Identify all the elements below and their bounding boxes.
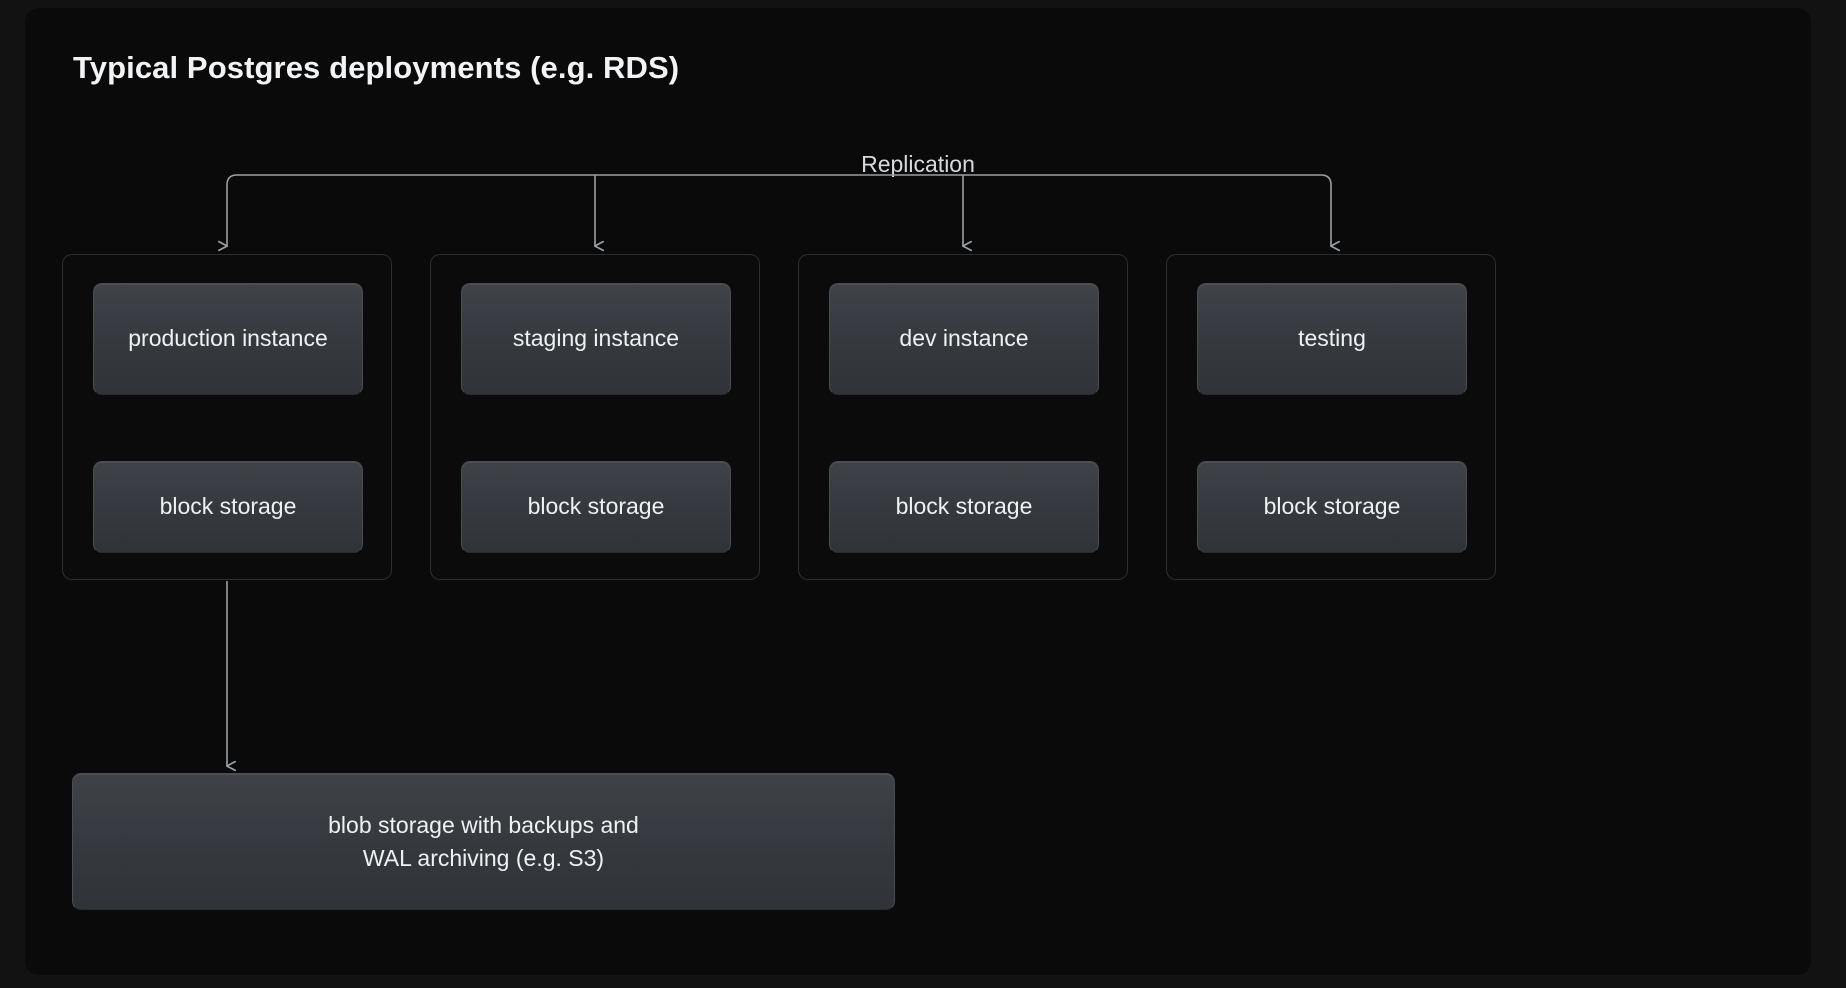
page-title: Typical Postgres deployments (e.g. RDS) bbox=[73, 50, 680, 85]
group-box-dev: dev instance block storage bbox=[798, 254, 1128, 580]
node-label: production instance bbox=[128, 325, 328, 352]
node-staging-instance[interactable]: staging instance bbox=[461, 283, 731, 395]
node-label: block storage bbox=[159, 493, 297, 520]
replication-bus-outer bbox=[227, 174, 1331, 246]
group-box-production: production instance block storage bbox=[62, 254, 392, 580]
replication-label: Replication bbox=[861, 151, 975, 177]
replication-bus-path bbox=[227, 174, 1331, 246]
node-label: dev instance bbox=[899, 325, 1029, 352]
node-label: blob storage with backups and WAL archiv… bbox=[328, 811, 639, 871]
node-label: staging instance bbox=[512, 325, 680, 352]
node-staging-block-storage[interactable]: block storage bbox=[461, 461, 731, 553]
node-testing-block-storage[interactable]: block storage bbox=[1197, 461, 1467, 553]
node-blob-storage[interactable]: blob storage with backups and WAL archiv… bbox=[72, 773, 895, 910]
node-label: testing bbox=[1298, 325, 1366, 352]
diagram-canvas: Typical Postgres deployments (e.g. RDS) … bbox=[25, 8, 1811, 975]
node-label: block storage bbox=[527, 493, 665, 520]
node-testing-instance[interactable]: testing bbox=[1197, 283, 1467, 395]
group-box-staging: staging instance block storage bbox=[430, 254, 760, 580]
node-label: block storage bbox=[895, 493, 1033, 520]
node-label: block storage bbox=[1263, 493, 1401, 520]
node-production-instance[interactable]: production instance bbox=[93, 283, 363, 395]
node-dev-instance[interactable]: dev instance bbox=[829, 283, 1099, 395]
node-dev-block-storage[interactable]: block storage bbox=[829, 461, 1099, 553]
group-box-testing: testing block storage bbox=[1166, 254, 1496, 580]
node-production-block-storage[interactable]: block storage bbox=[93, 461, 363, 553]
